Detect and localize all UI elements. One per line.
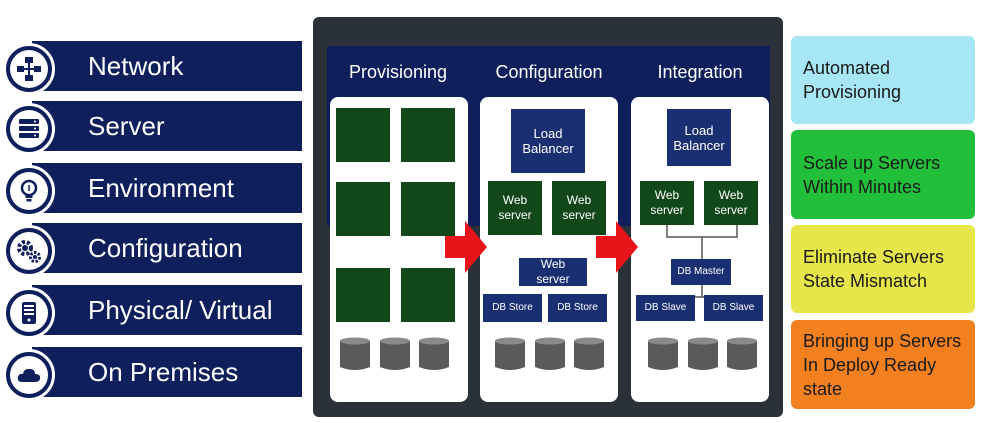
benefit-text: Eliminate Servers State Mismatch: [803, 247, 945, 291]
left-item-on-premises: On Premises: [0, 347, 302, 401]
left-item-label: Server: [88, 111, 165, 141]
integration-load-balancer: Load Balancer: [667, 109, 731, 166]
database-cylinder: [340, 337, 370, 370]
config-web-server-label: Web server: [498, 193, 532, 222]
integration-connectors: [666, 225, 738, 303]
left-item-server: Server: [0, 101, 302, 155]
left-item-bar: [32, 347, 302, 397]
column-title-integration: Integration: [657, 62, 743, 82]
left-item-bar: [32, 101, 302, 151]
benefit-automated-provisioning: Automated Provisioning: [791, 36, 975, 124]
config-web-server-label: Web server: [562, 193, 596, 222]
config-web-server: Web server: [488, 181, 542, 235]
server-block: [401, 182, 455, 236]
integration-db-slave-label: DB Slave: [712, 302, 755, 313]
integration-db-slave: DB Slave: [704, 295, 763, 321]
database-cylinder: [688, 337, 718, 370]
network-icon: [17, 57, 41, 81]
database-cylinder: [648, 337, 678, 370]
integration-load-balancer-label: Load Balancer: [673, 122, 725, 153]
config-db-store: DB Store: [483, 294, 542, 322]
left-item-bar: [32, 163, 302, 213]
left-item-bar: [32, 285, 302, 335]
config-web-server-small-label: Web server: [536, 257, 570, 286]
left-item-circle: [3, 43, 55, 95]
config-db-store: DB Store: [548, 294, 607, 322]
integration-db-master-label: DB Master: [677, 266, 725, 277]
gears-icon: [17, 240, 41, 263]
left-item-label: Configuration: [88, 233, 243, 263]
integration-web-server: Web server: [704, 181, 758, 225]
benefit-deploy-ready: Bringing up Servers In Deploy Ready stat…: [791, 320, 975, 409]
database-cylinder: [727, 337, 757, 370]
integration-db-slave: DB Slave: [636, 295, 695, 321]
left-item-physical-virtual: Physical/ Virtual: [0, 285, 302, 339]
left-item-circle: [3, 103, 55, 155]
lightbulb-icon: [20, 179, 38, 202]
left-item-circle: [3, 349, 55, 401]
database-cylinder: [495, 337, 525, 370]
config-db-store-label: DB Store: [557, 302, 598, 313]
server-icon: [19, 119, 39, 138]
left-item-circle: [3, 287, 55, 339]
benefit-text: Scale up Servers Within Minutes: [803, 152, 941, 197]
integration-db-slave-label: DB Slave: [644, 302, 687, 313]
config-load-balancer: Load Balancer: [511, 109, 585, 173]
cloud-icon: [17, 368, 41, 382]
database-cylinder: [574, 337, 604, 370]
config-web-server-small: Web server: [519, 257, 587, 286]
left-item-circle: [3, 165, 55, 217]
left-item-bar: [32, 41, 302, 91]
server-block: [336, 182, 390, 236]
column-title-provisioning: Provisioning: [348, 62, 448, 82]
server-block: [401, 108, 455, 162]
integration-web-server-label: Web server: [714, 188, 748, 217]
column-title-configuration: Configuration: [495, 62, 603, 82]
integration-web-server: Web server: [640, 181, 694, 225]
benefit-text: Automated Provisioning: [803, 58, 902, 102]
device-icon: [22, 302, 36, 324]
database-cylinder: [535, 337, 565, 370]
left-item-label: On Premises: [88, 357, 239, 387]
benefit-scale-up: Scale up Servers Within Minutes: [791, 130, 975, 219]
left-item-bar: [32, 223, 302, 273]
server-block: [336, 268, 390, 322]
benefit-text: Bringing up Servers In Deploy Ready stat…: [803, 330, 962, 399]
config-web-server: Web server: [552, 181, 606, 235]
left-item-circle: [3, 225, 55, 277]
left-item-network: Network: [0, 41, 302, 95]
config-db-store-label: DB Store: [492, 302, 533, 313]
integration-db-master: DB Master: [671, 259, 731, 285]
benefit-eliminate-mismatch: Eliminate Servers State Mismatch: [791, 225, 975, 313]
left-item-label: Network: [88, 51, 184, 81]
flow-arrow-right: [596, 221, 638, 273]
left-item-environment: Environment: [0, 163, 302, 217]
flow-arrow-right: [445, 221, 487, 273]
left-item-configuration: Configuration: [0, 223, 302, 277]
database-cylinder: [380, 337, 410, 370]
database-cylinder: [419, 337, 449, 370]
left-item-label: Environment: [88, 173, 234, 203]
left-item-label: Physical/ Virtual: [88, 295, 273, 325]
integration-web-server-label: Web server: [650, 188, 684, 217]
server-block: [401, 268, 455, 322]
server-block: [336, 108, 390, 162]
config-load-balancer-label: Load Balancer: [522, 126, 574, 156]
